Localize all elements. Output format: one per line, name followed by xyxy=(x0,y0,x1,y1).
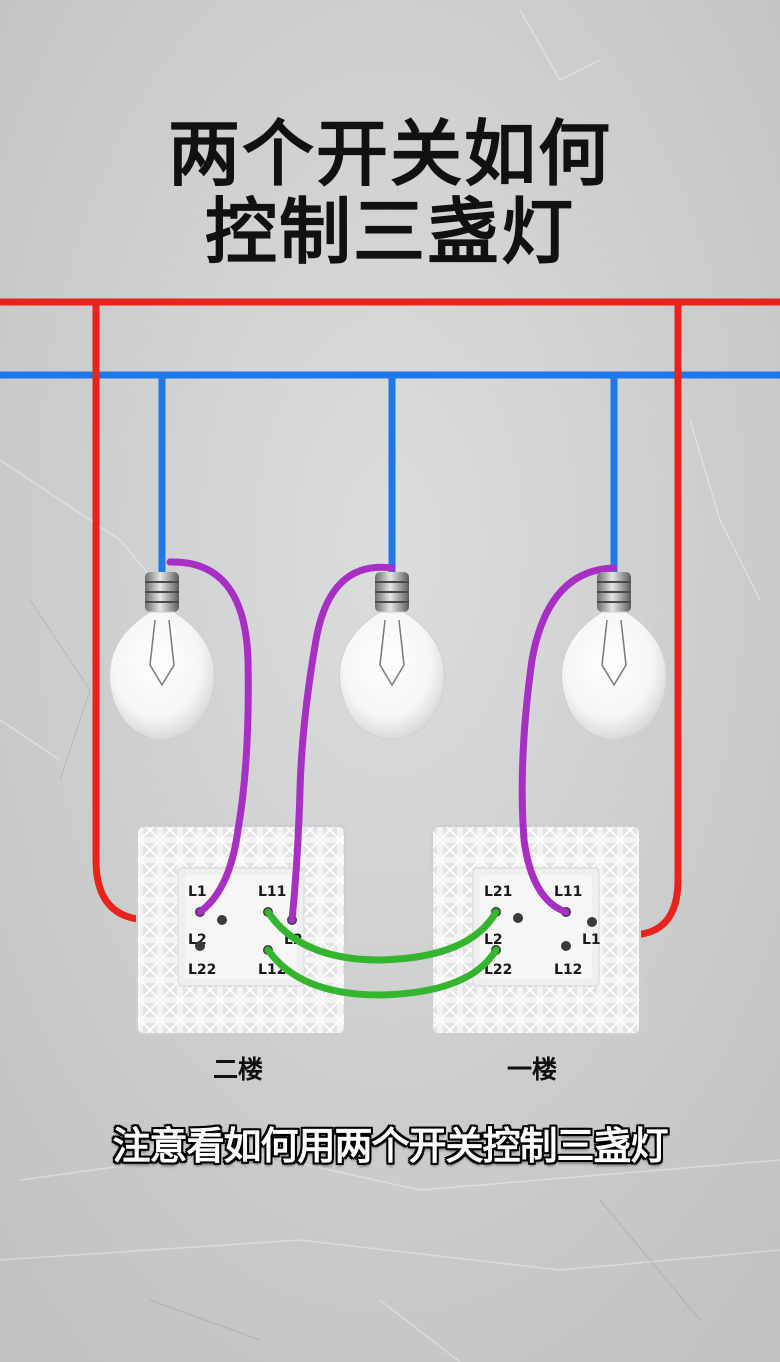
traveler-wire-1 xyxy=(264,908,500,964)
terminal-label-l21: L21 xyxy=(484,884,512,900)
light-bulb-1 xyxy=(109,572,215,741)
terminal-label-l2: L2 xyxy=(484,932,503,948)
terminal-label-l12: L12 xyxy=(554,962,582,978)
title-line-2: 控制三盏灯 xyxy=(204,190,575,274)
terminal-label-l22: L22 xyxy=(484,962,512,978)
light-bulb-2 xyxy=(339,572,445,741)
terminal-label-l1: L1 xyxy=(188,884,207,900)
lamp-wire-3 xyxy=(518,564,618,916)
traveler-wire-2 xyxy=(264,946,500,999)
light-bulb-3 xyxy=(561,572,667,741)
terminal-label-l22: L22 xyxy=(188,962,216,978)
floor-label-first: 一楼 xyxy=(506,1055,557,1084)
lamp-wire-1 xyxy=(166,558,252,916)
lamp-wire-2 xyxy=(288,563,396,924)
title-line-1: 两个开关如何 xyxy=(167,112,612,196)
switch-plate-left xyxy=(136,825,346,1035)
terminal-label-l11: L11 xyxy=(554,884,582,900)
subtitle-caption: 注意看如何用两个开关控制三盏灯 xyxy=(112,1124,668,1168)
floor-label-second: 二楼 xyxy=(212,1055,263,1084)
terminal-label-l1: L1 xyxy=(582,932,601,948)
switch-plate-right xyxy=(431,825,641,1035)
terminal-label-l11: L11 xyxy=(258,884,286,900)
